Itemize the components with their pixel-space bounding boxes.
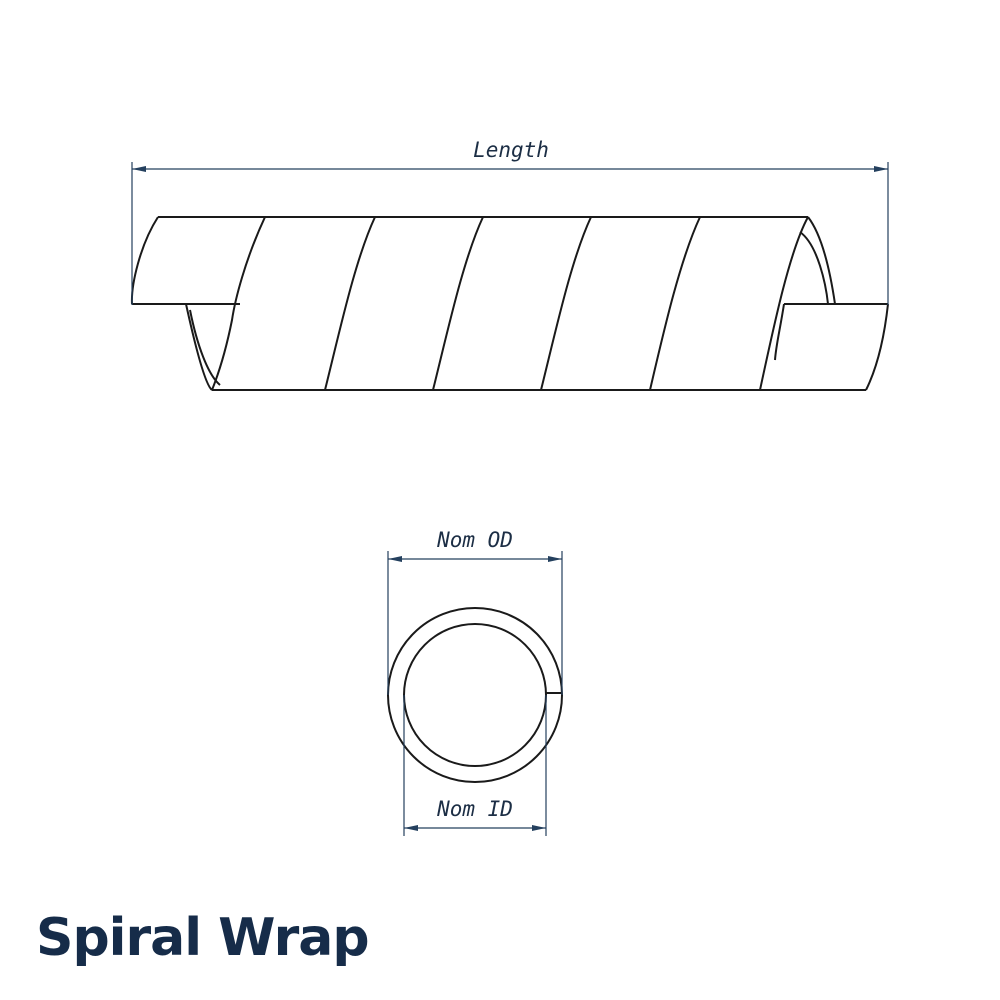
seam-5	[649, 216, 701, 391]
seam-4	[540, 216, 592, 391]
id-arrow-right	[532, 825, 546, 831]
od-arrow-left	[388, 556, 402, 562]
right-inner-edge	[799, 231, 829, 305]
od-dimension: Nom OD	[387, 528, 563, 695]
right-lower-edge	[774, 303, 785, 361]
left-inner-edge	[189, 309, 221, 386]
spiral-end-view	[387, 607, 563, 783]
length-arrow-right	[874, 166, 888, 172]
spiral-side-view	[130, 216, 889, 391]
od-label: Nom OD	[436, 528, 513, 552]
right-end-curve	[865, 303, 889, 391]
id-label: Nom ID	[436, 797, 513, 821]
left-end-curve	[130, 216, 159, 305]
outer-ring	[387, 607, 563, 783]
left-inner-back	[185, 303, 213, 391]
seam-2	[324, 216, 376, 391]
id-arrow-left	[404, 825, 418, 831]
inner-ring	[403, 623, 547, 767]
od-arrow-right	[548, 556, 562, 562]
page-title: Spiral Wrap	[36, 908, 370, 968]
length-label: Length	[473, 138, 549, 162]
length-dimension: Length	[131, 138, 889, 305]
seam-3	[432, 216, 484, 391]
seam-6	[759, 216, 809, 391]
length-arrow-left	[132, 166, 146, 172]
id-dimension: Nom ID	[403, 695, 547, 836]
seam-1	[211, 216, 266, 391]
right-inner-curve	[807, 216, 836, 305]
